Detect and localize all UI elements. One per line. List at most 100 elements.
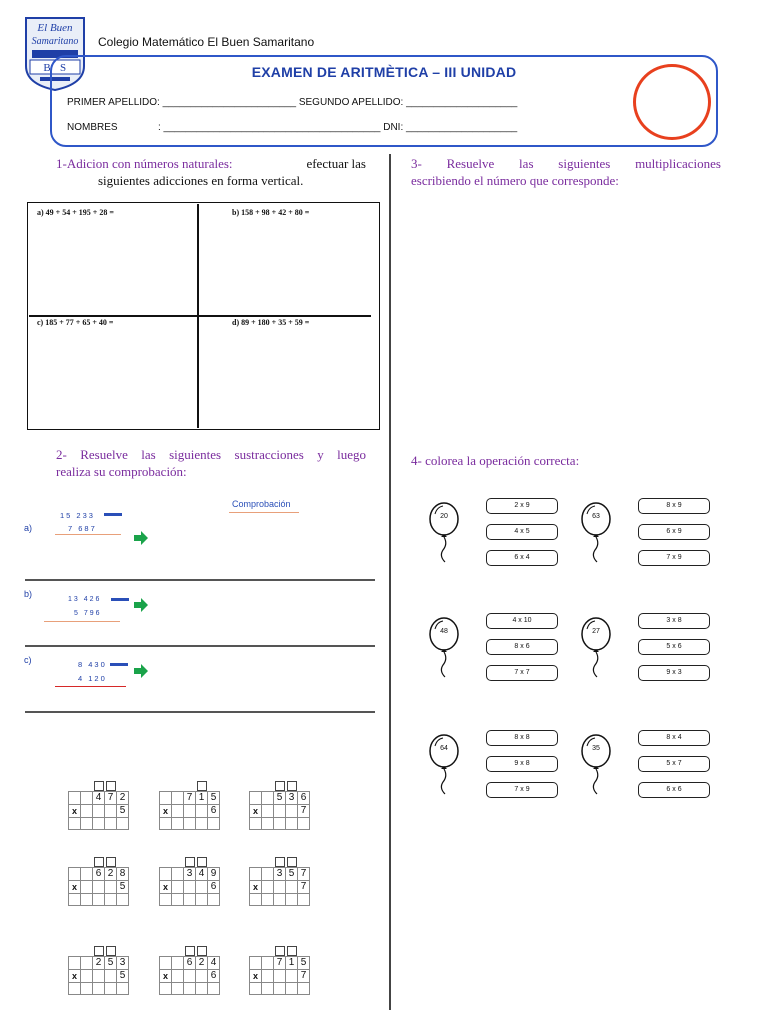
answer-cell[interactable]: [273, 817, 286, 830]
answer-cell[interactable]: [285, 817, 298, 830]
carry-boxes[interactable]: [68, 857, 140, 867]
carry-box[interactable]: [185, 946, 195, 956]
answer-cell[interactable]: [249, 817, 262, 830]
carry-box[interactable]: [287, 781, 297, 791]
operation-option[interactable]: 8 x 6: [486, 639, 558, 655]
carry-boxes[interactable]: [249, 946, 321, 956]
answer-cell[interactable]: [92, 893, 105, 906]
carry-boxes[interactable]: [159, 857, 231, 867]
answer-cell[interactable]: [104, 817, 117, 830]
answer-cell[interactable]: [80, 817, 93, 830]
answer-cell[interactable]: [183, 817, 196, 830]
names-dni-fields[interactable]: : ______________________________________…: [158, 122, 518, 133]
answer-cell[interactable]: [195, 817, 208, 830]
answer-cell[interactable]: [159, 982, 172, 995]
operation-option[interactable]: 4 x 10: [486, 613, 558, 629]
answer-cell[interactable]: [171, 982, 184, 995]
answer-cell[interactable]: [195, 982, 208, 995]
answer-cell[interactable]: [297, 893, 310, 906]
answer-cell[interactable]: [249, 893, 262, 906]
answer-cell[interactable]: [183, 893, 196, 906]
answer-cell[interactable]: [68, 982, 81, 995]
answer-cell[interactable]: [68, 817, 81, 830]
operation-option[interactable]: 5 x 7: [638, 756, 710, 772]
carry-box[interactable]: [275, 857, 285, 867]
answer-cell[interactable]: [285, 893, 298, 906]
operation-option[interactable]: 8 x 4: [638, 730, 710, 746]
answer-cell[interactable]: [297, 982, 310, 995]
operation-option[interactable]: 8 x 8: [486, 730, 558, 746]
operation-option[interactable]: 9 x 8: [486, 756, 558, 772]
answer-cell[interactable]: [68, 893, 81, 906]
operation-option[interactable]: 6 x 6: [638, 782, 710, 798]
surname-fields[interactable]: PRIMER APELLIDO: _______________________…: [67, 97, 518, 108]
carry-box[interactable]: [275, 781, 285, 791]
answer-cell[interactable]: [80, 893, 93, 906]
carry-boxes[interactable]: [249, 857, 321, 867]
carry-boxes[interactable]: [159, 946, 231, 956]
answer-cell[interactable]: [249, 982, 262, 995]
operation-option[interactable]: 6 x 4: [486, 550, 558, 566]
answer-cell[interactable]: [116, 893, 129, 906]
carry-boxes[interactable]: [159, 781, 231, 791]
operation-option[interactable]: 7 x 9: [638, 550, 710, 566]
answer-cell[interactable]: [80, 982, 93, 995]
carry-box[interactable]: [185, 857, 195, 867]
carry-box[interactable]: [106, 781, 116, 791]
answer-cell[interactable]: [207, 817, 220, 830]
carry-box[interactable]: [197, 946, 207, 956]
carry-boxes[interactable]: [68, 946, 140, 956]
operation-option[interactable]: 7 x 9: [486, 782, 558, 798]
carry-boxes[interactable]: [249, 781, 321, 791]
answer-cell[interactable]: [92, 817, 105, 830]
answer-cell[interactable]: [183, 982, 196, 995]
answer-cell[interactable]: [104, 893, 117, 906]
carry-box[interactable]: [94, 781, 104, 791]
operation-option[interactable]: 7 x 7: [486, 665, 558, 681]
carry-box[interactable]: [94, 857, 104, 867]
operation-option[interactable]: 9 x 3: [638, 665, 710, 681]
operation-option[interactable]: 2 x 9: [486, 498, 558, 514]
answer-cell[interactable]: [297, 817, 310, 830]
answer-cell[interactable]: [195, 893, 208, 906]
answer-cell[interactable]: [171, 817, 184, 830]
answer-cell[interactable]: [273, 982, 286, 995]
answer-cell[interactable]: [261, 817, 274, 830]
answer-cell[interactable]: [207, 982, 220, 995]
operation-option[interactable]: 3 x 8: [638, 613, 710, 629]
answer-cell[interactable]: [261, 982, 274, 995]
answer-cell[interactable]: [273, 893, 286, 906]
carry-box[interactable]: [287, 857, 297, 867]
carry-boxes[interactable]: [68, 781, 140, 791]
operation-option[interactable]: 4 x 5: [486, 524, 558, 540]
operation-option[interactable]: 5 x 6: [638, 639, 710, 655]
carry-box[interactable]: [197, 857, 207, 867]
answer-cell[interactable]: [159, 893, 172, 906]
answer-cell[interactable]: [116, 982, 129, 995]
answer-cell[interactable]: [207, 893, 220, 906]
carry-box[interactable]: [287, 946, 297, 956]
answer-cell[interactable]: [116, 817, 129, 830]
answer-cell[interactable]: [92, 982, 105, 995]
carry-box[interactable]: [106, 857, 116, 867]
carry-box[interactable]: [106, 946, 116, 956]
answer-cell[interactable]: [171, 893, 184, 906]
carry-box[interactable]: [94, 946, 104, 956]
operation-option[interactable]: 6 x 9: [638, 524, 710, 540]
operation-option[interactable]: 8 x 9: [638, 498, 710, 514]
answer-cell[interactable]: [104, 982, 117, 995]
answer-cell[interactable]: [159, 817, 172, 830]
answer-cell[interactable]: [285, 982, 298, 995]
answer-cell[interactable]: [261, 893, 274, 906]
carry-box[interactable]: [197, 781, 207, 791]
carry-box[interactable]: [275, 946, 285, 956]
